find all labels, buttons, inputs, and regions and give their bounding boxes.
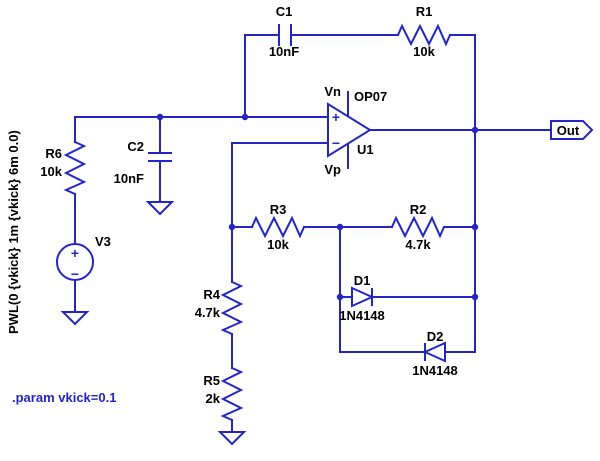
component-value[interactable]: 10nF (114, 171, 144, 186)
opamp-U1[interactable]: + − OP07 U1 (327, 89, 387, 169)
ground-icon (60, 311, 90, 326)
component-ref[interactable]: C2 (127, 139, 144, 154)
noninverting-input-mark: + (332, 109, 340, 125)
port-label[interactable]: Out (557, 123, 580, 138)
junctions (156, 113, 479, 301)
resistor-R6[interactable]: R6 10k (40, 141, 87, 195)
diode-D2[interactable]: D2 1N4148 (412, 329, 458, 378)
component-ref[interactable]: C1 (276, 4, 293, 19)
component-ref[interactable]: R2 (410, 202, 427, 217)
resistor-zigzag (391, 215, 445, 239)
component-value[interactable]: 1N4148 (339, 308, 385, 323)
resistor-R3[interactable]: R3 10k (251, 202, 305, 252)
component-ref[interactable]: D2 (427, 329, 444, 344)
component-ref[interactable]: V3 (95, 234, 111, 249)
component-value[interactable]: 10k (267, 237, 289, 252)
component-ref[interactable]: D1 (354, 273, 371, 288)
component-value[interactable]: 2k (206, 391, 221, 406)
pwl-source-spec[interactable]: PWL(0 {vkick} 1m {vkick} 6m 0.0) (6, 130, 21, 334)
component-ref[interactable]: R4 (203, 287, 220, 302)
diode-D1[interactable]: D1 1N4148 (339, 273, 385, 323)
junction-dot (336, 293, 344, 301)
diode-triangle (422, 341, 446, 363)
junction-dot (336, 223, 344, 231)
resistor-R1[interactable]: R1 10k (397, 4, 451, 59)
wires (74, 34, 552, 433)
opamp-model-label[interactable]: OP07 (354, 89, 387, 104)
junction-dot (471, 293, 479, 301)
component-ref[interactable]: R3 (270, 202, 287, 217)
resistor-R2[interactable]: R2 4.7k (391, 202, 445, 252)
component-value[interactable]: 4.7k (195, 305, 221, 320)
minus-sign-icon: − (71, 266, 79, 282)
diode-triangle (351, 286, 375, 308)
inverting-input-mark: − (332, 135, 340, 151)
component-ref[interactable]: R5 (203, 373, 220, 388)
component-value[interactable]: 1N4148 (412, 363, 458, 378)
junction-dot (228, 223, 236, 231)
ground-icon (145, 201, 175, 216)
component-value[interactable]: 10nF (269, 44, 299, 59)
junction-dot (471, 126, 479, 134)
source-circle (56, 243, 94, 281)
resistor-zigzag (251, 215, 305, 239)
resistor-R5[interactable]: R5 2k (203, 367, 244, 421)
capacitor-C2[interactable]: C2 10nF (114, 139, 172, 186)
voltage-source-V3[interactable]: + − V3 (56, 234, 111, 282)
component-value[interactable]: 4.7k (405, 237, 431, 252)
resistor-zigzag (63, 141, 87, 195)
resistor-zigzag (220, 281, 244, 335)
port-flag (550, 120, 594, 140)
junction-dot (241, 113, 249, 121)
net-label-vp[interactable]: Vp (324, 162, 341, 177)
junction-dot (156, 113, 164, 121)
component-value[interactable]: 10k (40, 164, 62, 179)
component-ref[interactable]: R6 (45, 146, 62, 161)
resistor-zigzag (397, 23, 451, 47)
ground-icon (217, 431, 247, 446)
component-ref[interactable]: R1 (416, 4, 433, 19)
component-ref[interactable]: U1 (357, 142, 374, 157)
param-directive[interactable]: .param vkick=0.1 (12, 390, 116, 405)
component-value[interactable]: 10k (413, 44, 435, 59)
output-port-out[interactable]: Out (550, 120, 594, 140)
resistor-R4[interactable]: R4 4.7k (195, 281, 244, 335)
junction-dot (471, 223, 479, 231)
capacitor-C1[interactable]: C1 10nF (269, 4, 299, 59)
resistor-zigzag (220, 367, 244, 421)
grounds (60, 201, 247, 446)
plus-sign-icon: + (71, 245, 79, 261)
net-label-vn[interactable]: Vn (324, 84, 341, 99)
